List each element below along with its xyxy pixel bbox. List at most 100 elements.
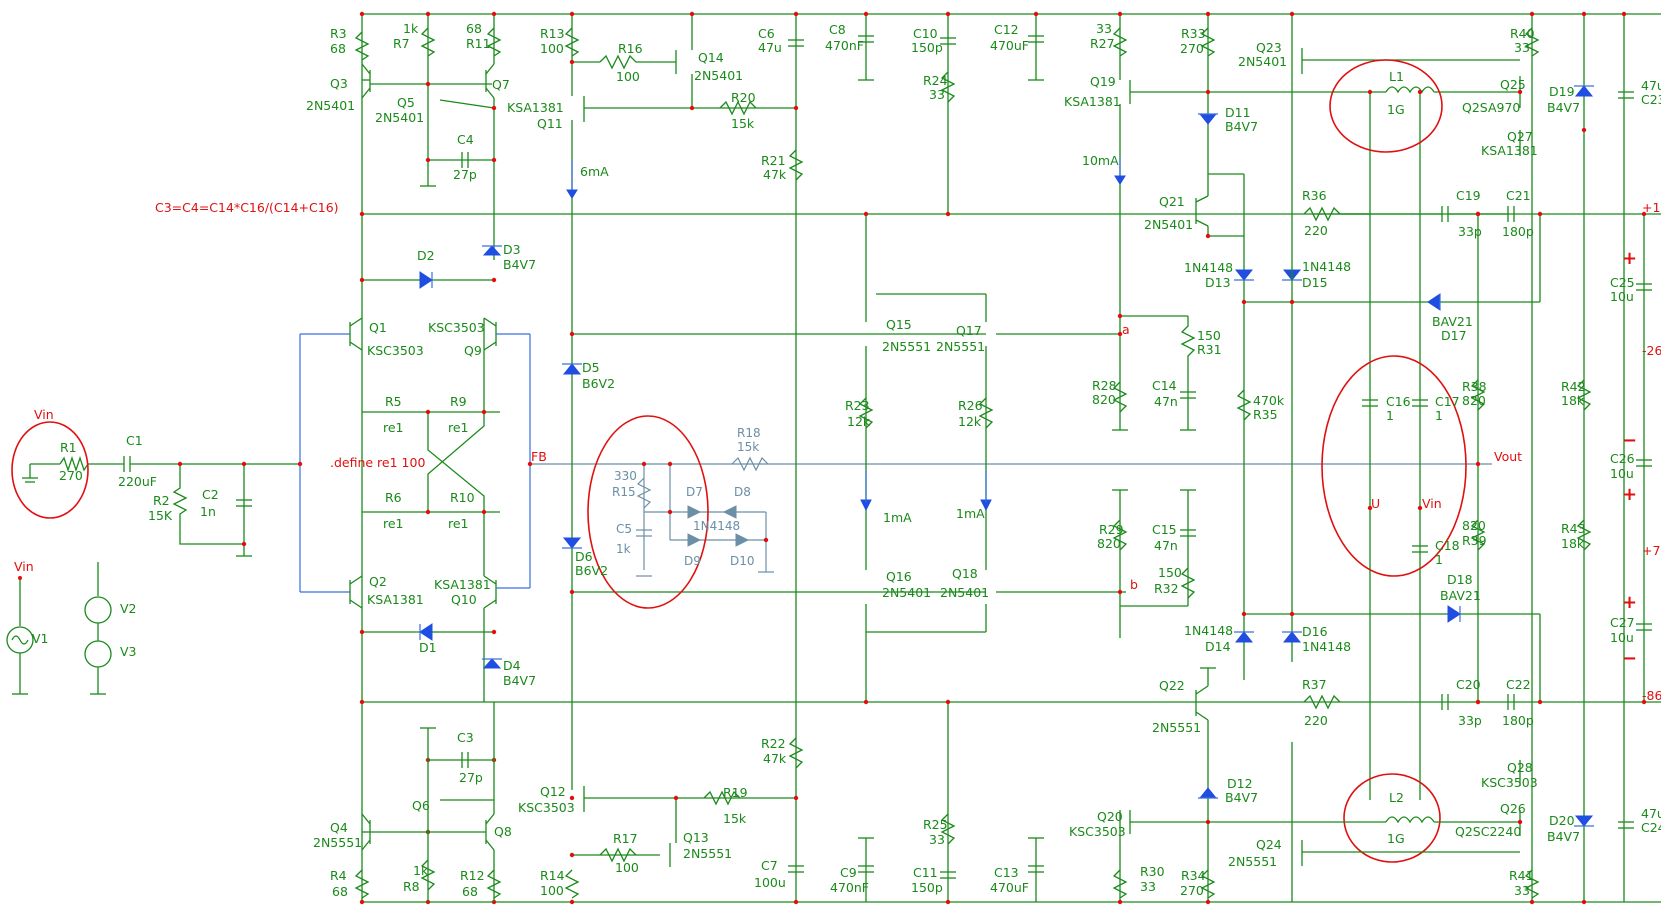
component-label: KSC3503 xyxy=(1481,775,1538,790)
component-label: 150 xyxy=(1158,565,1182,580)
component-label: 1n xyxy=(200,504,216,519)
component-label: Q2 xyxy=(369,574,387,589)
component-label: 470k xyxy=(1253,393,1285,408)
component-label: C7 xyxy=(761,858,778,873)
component-label: KSA1381 xyxy=(1481,143,1538,158)
component-label: R2 xyxy=(153,493,170,508)
component-label: 47u xyxy=(1641,78,1661,93)
component-label: 27p xyxy=(459,770,483,785)
component-label: 6mA xyxy=(580,164,609,179)
component-label: Q5 xyxy=(397,95,415,110)
component-label: 2N5401 xyxy=(882,585,931,600)
component-label: R3 xyxy=(330,26,347,41)
component-label: 10u xyxy=(1610,630,1634,645)
component-label: R5 xyxy=(385,394,402,409)
component-label: B4V7 xyxy=(1225,119,1258,134)
component-label: Q12 xyxy=(540,784,566,799)
component-label: D1 xyxy=(419,640,437,655)
component-label: b xyxy=(1130,577,1138,592)
component-label: R39 xyxy=(1462,533,1487,548)
component-label: R14 xyxy=(540,868,565,883)
component-label: 820 xyxy=(1097,536,1121,551)
component-label: C8 xyxy=(829,22,846,37)
component-label: 2N5401 xyxy=(940,585,989,600)
component-label: 2N5401 xyxy=(694,68,743,83)
component-label: 15k xyxy=(737,440,759,454)
component-label: R40 xyxy=(1510,26,1535,41)
component-label: 68 xyxy=(462,884,478,899)
component-label: 2N5401 xyxy=(306,98,355,113)
component-label: 1N4148 xyxy=(1302,639,1351,654)
component-label: D15 xyxy=(1302,275,1328,290)
component-label: 1N4148 xyxy=(1184,623,1233,638)
svg-text:+: + xyxy=(1622,592,1637,613)
component-label: Q8 xyxy=(494,824,512,839)
svg-text:+: + xyxy=(1622,484,1637,505)
component-label: 33 xyxy=(1096,21,1112,36)
component-label: KSC3503 xyxy=(1069,824,1126,839)
component-label: 470nF xyxy=(830,880,869,895)
diff-pair-left xyxy=(349,14,1492,702)
component-label: R41 xyxy=(1509,868,1534,883)
component-label: C6 xyxy=(758,26,775,41)
component-label: U xyxy=(1371,496,1380,511)
component-label: 12k xyxy=(847,414,871,429)
component-label: Q11 xyxy=(537,116,563,131)
component-label: .define re1 100 xyxy=(330,455,425,470)
second-stage xyxy=(858,14,1126,902)
component-label: R33 xyxy=(1181,26,1206,41)
component-label: C14 xyxy=(1152,378,1177,393)
component-label: Q26 xyxy=(1500,801,1526,816)
component-label: C9 xyxy=(840,865,857,880)
component-label: D18 xyxy=(1447,572,1473,587)
component-label: Q6 xyxy=(412,798,430,813)
component-label: L1 xyxy=(1389,69,1404,84)
component-label: V1 xyxy=(32,631,49,646)
component-label: 33 xyxy=(929,87,945,102)
component-label: 150p xyxy=(911,40,943,55)
component-label: 18k xyxy=(1561,536,1585,551)
component-label: D16 xyxy=(1302,624,1328,639)
component-label: D9 xyxy=(684,554,701,568)
component-label: 100 xyxy=(615,860,639,875)
component-label: C19 xyxy=(1456,188,1481,203)
component-label: 47n xyxy=(1154,394,1178,409)
component-label: D20 xyxy=(1549,813,1575,828)
component-label: 68 xyxy=(332,884,348,899)
component-label: 180p xyxy=(1502,224,1534,239)
component-label: 1 xyxy=(1435,552,1443,567)
component-label: 2N5401 xyxy=(1238,54,1287,69)
component-label: C5 xyxy=(616,522,632,536)
component-label: R34 xyxy=(1181,868,1206,883)
component-label: Q28 xyxy=(1507,760,1533,775)
component-label: 2N5551 xyxy=(683,846,732,861)
component-label: -86 xyxy=(1642,688,1661,703)
component-label: C16 xyxy=(1386,394,1411,409)
component-label: Q2SC2240 xyxy=(1455,824,1521,839)
component-label: Q27 xyxy=(1507,129,1533,144)
component-label: 2N5401 xyxy=(375,110,424,125)
component-label: C17 xyxy=(1435,394,1460,409)
component-label: 47k xyxy=(763,751,787,766)
component-label: 33p xyxy=(1458,224,1482,239)
component-label: D19 xyxy=(1549,84,1575,99)
current-sources xyxy=(562,14,986,902)
component-label: C23 xyxy=(1641,92,1661,107)
component-label: B4V7 xyxy=(1225,790,1258,805)
bias-network xyxy=(587,415,774,609)
component-label: R11 xyxy=(466,36,491,51)
component-label: D10 xyxy=(730,554,755,568)
component-label: KSC3503 xyxy=(428,320,485,335)
svg-text:+: + xyxy=(1622,248,1637,269)
component-label: 1N4148 xyxy=(1184,260,1233,275)
component-label: R18 xyxy=(737,426,761,440)
component-label: R6 xyxy=(385,490,402,505)
component-label: -26 xyxy=(1642,343,1661,358)
component-label: 820 xyxy=(1462,393,1486,408)
component-label: Q16 xyxy=(886,569,912,584)
component-label: B4V7 xyxy=(1547,100,1580,115)
component-label: 47k xyxy=(763,167,787,182)
component-label: 2N5551 xyxy=(313,835,362,850)
component-label: 330 xyxy=(614,469,637,483)
